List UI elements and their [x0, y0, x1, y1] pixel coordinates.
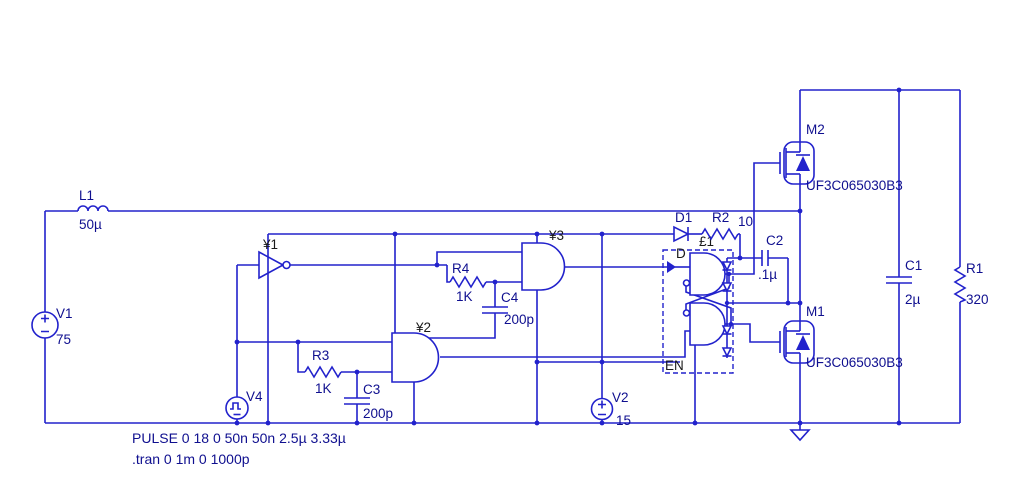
- label-R4-value[interactable]: 1K: [456, 289, 473, 304]
- label-D1-ref[interactable]: D1: [675, 210, 692, 225]
- mosfet-M1[interactable]: M1 UF3C065030B3: [779, 304, 903, 370]
- label-M2-ref[interactable]: M2: [806, 122, 825, 137]
- clamp-diodes: [721, 261, 733, 358]
- label-U3-ref[interactable]: ¥3: [548, 228, 564, 243]
- label-C3-value[interactable]: 200p: [363, 406, 393, 421]
- label-E1-input: D: [676, 246, 686, 261]
- inverter-U1[interactable]: ¥1: [258, 237, 291, 280]
- and-gate-U3[interactable]: ¥3: [521, 228, 566, 291]
- label-C4-ref[interactable]: C4: [501, 290, 519, 305]
- ground-symbol[interactable]: [789, 423, 811, 442]
- label-U2-ref[interactable]: ¥2: [415, 320, 431, 335]
- gate-driver-E1[interactable]: £1 D EN: [662, 234, 734, 374]
- source-V2[interactable]: V2 15: [590, 390, 632, 428]
- label-V2-value[interactable]: 15: [616, 413, 631, 428]
- mosfet-M2[interactable]: M2 UF3C065030B3: [779, 122, 903, 193]
- capacitor-C4[interactable]: C4 200p: [482, 290, 534, 327]
- label-C2-ref[interactable]: C2: [766, 233, 783, 248]
- resistor-R3[interactable]: R3 1K: [304, 348, 342, 396]
- label-R2-ref[interactable]: R2: [712, 210, 729, 225]
- label-R3-ref[interactable]: R3: [312, 348, 329, 363]
- diode-D1[interactable]: D1: [673, 210, 692, 243]
- capacitor-C3[interactable]: C3 200p: [344, 382, 393, 421]
- label-L1-value[interactable]: 50µ: [79, 217, 102, 232]
- label-M2-value[interactable]: UF3C065030B3: [806, 178, 903, 193]
- label-R1-value[interactable]: 320: [966, 292, 989, 307]
- label-V4-ref[interactable]: V4: [246, 389, 263, 404]
- directive-tran[interactable]: .tran 0 1m 0 1000p: [132, 451, 250, 467]
- and-gate-U2[interactable]: ¥2: [391, 320, 440, 383]
- label-R4-ref[interactable]: R4: [452, 261, 470, 276]
- label-M1-value[interactable]: UF3C065030B3: [806, 355, 903, 370]
- label-R2-value[interactable]: 10: [738, 214, 753, 229]
- label-V1-value[interactable]: 75: [56, 332, 71, 347]
- label-C1-value[interactable]: 2µ: [905, 292, 921, 307]
- label-C2-value[interactable]: .1µ: [758, 267, 777, 282]
- source-V4[interactable]: V4: [225, 389, 263, 420]
- label-R3-value[interactable]: 1K: [315, 381, 332, 396]
- label-L1-ref[interactable]: L1: [79, 188, 94, 203]
- wires[interactable]: [44, 89, 961, 424]
- label-V2-ref[interactable]: V2: [612, 390, 629, 405]
- label-C1-ref[interactable]: C1: [905, 258, 922, 273]
- label-C4-value[interactable]: 200p: [504, 312, 534, 327]
- capacitor-C2[interactable]: C2 .1µ: [758, 233, 783, 282]
- label-R1-ref[interactable]: R1: [966, 261, 983, 276]
- inductor-L1[interactable]: L1 50µ: [77, 188, 109, 232]
- resistor-R1[interactable]: R1 320: [953, 261, 989, 307]
- label-V1-ref[interactable]: V1: [56, 306, 73, 321]
- label-M1-ref[interactable]: M1: [806, 304, 825, 319]
- capacitor-C1[interactable]: C1 2µ: [886, 258, 922, 307]
- junction-dots: [234, 87, 902, 426]
- directive-pulse[interactable]: PULSE 0 18 0 50n 50n 2.5µ 3.33µ: [132, 430, 346, 446]
- source-V1[interactable]: V1 75: [31, 306, 73, 347]
- resistor-R2[interactable]: R2 10: [701, 210, 753, 241]
- label-U1-ref[interactable]: ¥1: [262, 237, 278, 252]
- resistor-R4[interactable]: R4 1K: [449, 261, 487, 304]
- label-E1-enable: EN: [665, 358, 684, 373]
- label-C3-ref[interactable]: C3: [363, 382, 380, 397]
